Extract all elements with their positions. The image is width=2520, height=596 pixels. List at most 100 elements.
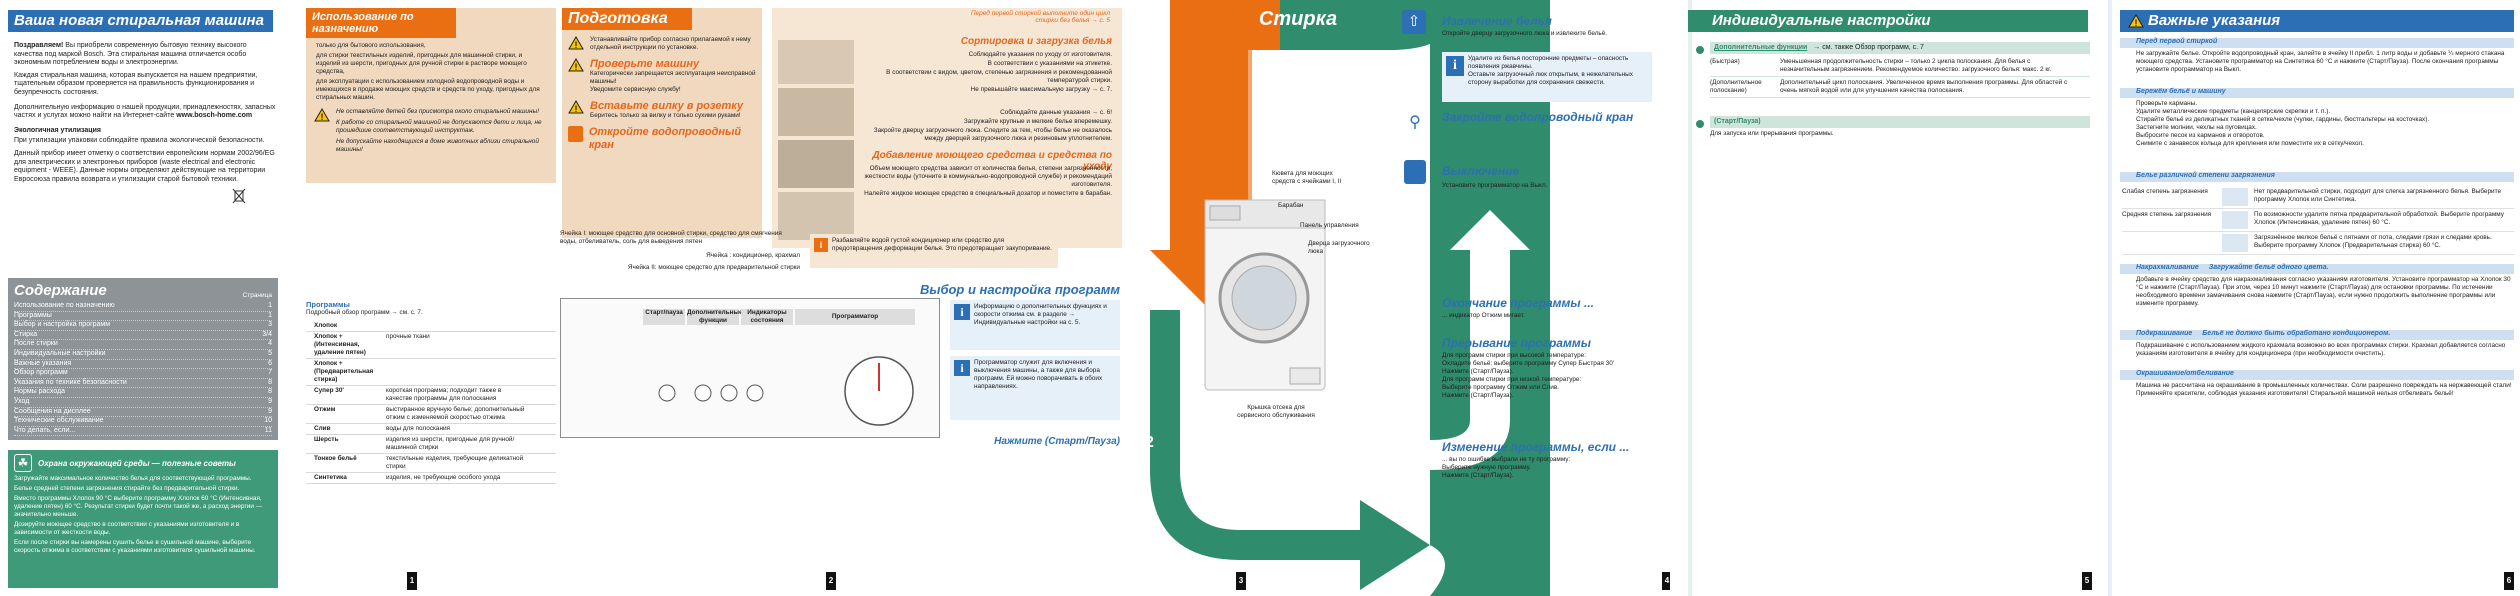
note-text: Разбавляйте водой густой кондиционер или… xyxy=(832,237,1052,252)
toc-item-page: 5 xyxy=(268,349,272,357)
bullet-dot xyxy=(1696,46,1704,54)
page-6: ! Важные указания Перед первой стиркой Н… xyxy=(2108,0,2520,596)
remove-info-box: i Удалите из белья посторонние предметы … xyxy=(1442,52,1652,102)
start-button xyxy=(658,384,676,402)
website-link[interactable]: www.bosch-home.com xyxy=(176,112,253,120)
soil-label: Слабая степень загрязнения xyxy=(2122,188,2208,195)
change-list: ... вы по ошибке выбрали не ту программу… xyxy=(1442,456,1652,480)
page-number: 5 xyxy=(2082,572,2092,590)
shirt-icon xyxy=(778,40,854,84)
end-text: ... индикатор Отжим мигает. xyxy=(1442,312,1525,319)
env-title: Охрана окружающей среды — полезные совет… xyxy=(38,458,236,468)
control-panel: Старт/пауза Дополнительные функции Индик… xyxy=(560,298,940,438)
program-name: Тонкое бельё xyxy=(314,455,357,462)
list-line: В соответствии с указаниями на этикетке. xyxy=(987,60,1112,67)
plug-title: Вставьте вилку в розетку xyxy=(590,100,744,112)
svg-text:!: ! xyxy=(321,112,324,122)
check-2: Уведомите сервисную службу! xyxy=(590,86,681,93)
toc-item-title: Указания по технике безопасности xyxy=(14,378,127,386)
sort2-list: Соблюдайте данные указания → с. 6!Загруж… xyxy=(860,108,1112,143)
use-item: для эксплуатации с использованием холодн… xyxy=(316,78,540,101)
change-line: ... вы по ошибке выбрали не ту программу… xyxy=(1442,456,1571,463)
label-service: Крышка отсека для сервисного обслуживани… xyxy=(1237,404,1315,419)
washing-machine-illustration xyxy=(1200,180,1330,400)
label-panel: Панель управления xyxy=(1300,222,1359,229)
list-line: Соблюдайте указания по уходу от изготови… xyxy=(968,51,1112,58)
dye-title-sub: Бельё не должно быть обработано кондицио… xyxy=(2202,330,2391,337)
program-name: Слив xyxy=(314,425,331,432)
program-name: Хлопок + (Предварительная стирка) xyxy=(314,360,374,383)
drawer-icon xyxy=(778,140,854,188)
program-desc: прочные ткани xyxy=(386,333,430,340)
program-desc: выстиранное вручную белье; дополнительны… xyxy=(386,406,525,421)
soil-desc: Загрязнённое мелкое бельё с пятнами от п… xyxy=(2254,234,2492,249)
option-button-2 xyxy=(720,384,738,402)
list-line: В соответствии с видом, цветом, степенью… xyxy=(886,69,1112,84)
soil-row: Загрязнённое мелкое бельё с пятнами от п… xyxy=(2122,232,2514,255)
selection-title: Выбор и настройка программ xyxy=(919,282,1120,297)
program-row: Хлопок xyxy=(306,321,556,332)
remove-info-2: Оставьте загрузочный люк открытым, в неж… xyxy=(1468,71,1633,86)
off-text: Установите программатор на Выкл. xyxy=(1442,182,1548,189)
plug-text: Беритесь только за вилку и только сухими… xyxy=(590,112,741,119)
detergent-title: Добавление моющего средства и средства п… xyxy=(872,150,1112,172)
laundry-pictograms xyxy=(778,40,854,240)
warning-icon: ! xyxy=(568,58,584,72)
eco-text-1: При утилизации упаковки соблюдайте прави… xyxy=(14,137,265,145)
toc-item-page: 8 xyxy=(268,388,272,396)
program-row: Хлопок + (Интенсивная, удаление пятен)пр… xyxy=(306,332,556,359)
soil-title: Белье различной степени загрязнения xyxy=(2136,172,2275,179)
dispenser-icon xyxy=(778,192,854,240)
step-3: 3 xyxy=(1412,374,1421,391)
soil-desc: Нет предварительной стирки, подходит для… xyxy=(2254,188,2502,203)
wash-title-bottom: Стирка xyxy=(1265,502,1345,524)
env-tip: Загружайте максимальное количество белья… xyxy=(14,475,252,482)
warning-icon: ! xyxy=(568,100,584,114)
toc-row[interactable]: Индивидуальные настройки 5 xyxy=(14,350,272,360)
toc-item-title: Нормы расхода xyxy=(14,388,66,396)
panel-header-status: Индикаторы состояния xyxy=(741,309,793,325)
programs-section: Программы Подробный обзор программ → см.… xyxy=(306,300,556,484)
toc-row[interactable]: Нормы расхода 8 xyxy=(14,388,272,398)
shirt-icon xyxy=(2222,188,2248,206)
bullet-dot xyxy=(1696,120,1704,128)
option-row: (Быстрая)Уменьшенная продолжительность с… xyxy=(1710,56,2090,77)
interrupt-line: Для программ стирки при низкой температу… xyxy=(1442,376,1582,383)
toc-item-title: Сообщения на дисплее xyxy=(14,407,91,415)
toc-item-page: 7 xyxy=(268,369,272,377)
program-desc xyxy=(386,360,526,384)
intro-text: Вы приобрели современную бытовую технику… xyxy=(14,42,247,67)
toc-row[interactable]: Что делать, если...11 xyxy=(14,427,272,437)
options-header-ref: → см. также Обзор программ, с. 7 xyxy=(1813,44,1924,51)
p5-title: Индивидуальные настройки xyxy=(1688,10,2088,32)
press-start: Нажмите (Старт/Пауза) xyxy=(994,436,1120,447)
off-title: Выключение xyxy=(1442,164,1520,178)
toc-item-title: Индивидуальные настройки xyxy=(14,349,106,357)
soil-row: Слабая степень загрязнения Нет предварите… xyxy=(2122,186,2514,209)
page-title: Ваша новая стиральная машина xyxy=(8,10,273,32)
page-3: Подготовка ! Устанавливайте прибор согла… xyxy=(560,0,1260,596)
care-line: Стирайте бельё из деликатных тканей в се… xyxy=(2136,116,2430,123)
env-tip: Белье средней степени загрязнения стирай… xyxy=(14,485,240,492)
intro-text-2: Каждая стиральная машина, которая выпуск… xyxy=(14,71,258,96)
toc-item-title: Стирка xyxy=(14,330,38,338)
program-name: Отжим xyxy=(314,406,336,413)
soil-label: Средняя степень загрязнения xyxy=(2122,211,2212,218)
list-line: Налейте жидкое моющее средство в специал… xyxy=(864,190,1112,197)
svg-text:!: ! xyxy=(575,104,578,114)
tap-icon xyxy=(568,126,583,142)
